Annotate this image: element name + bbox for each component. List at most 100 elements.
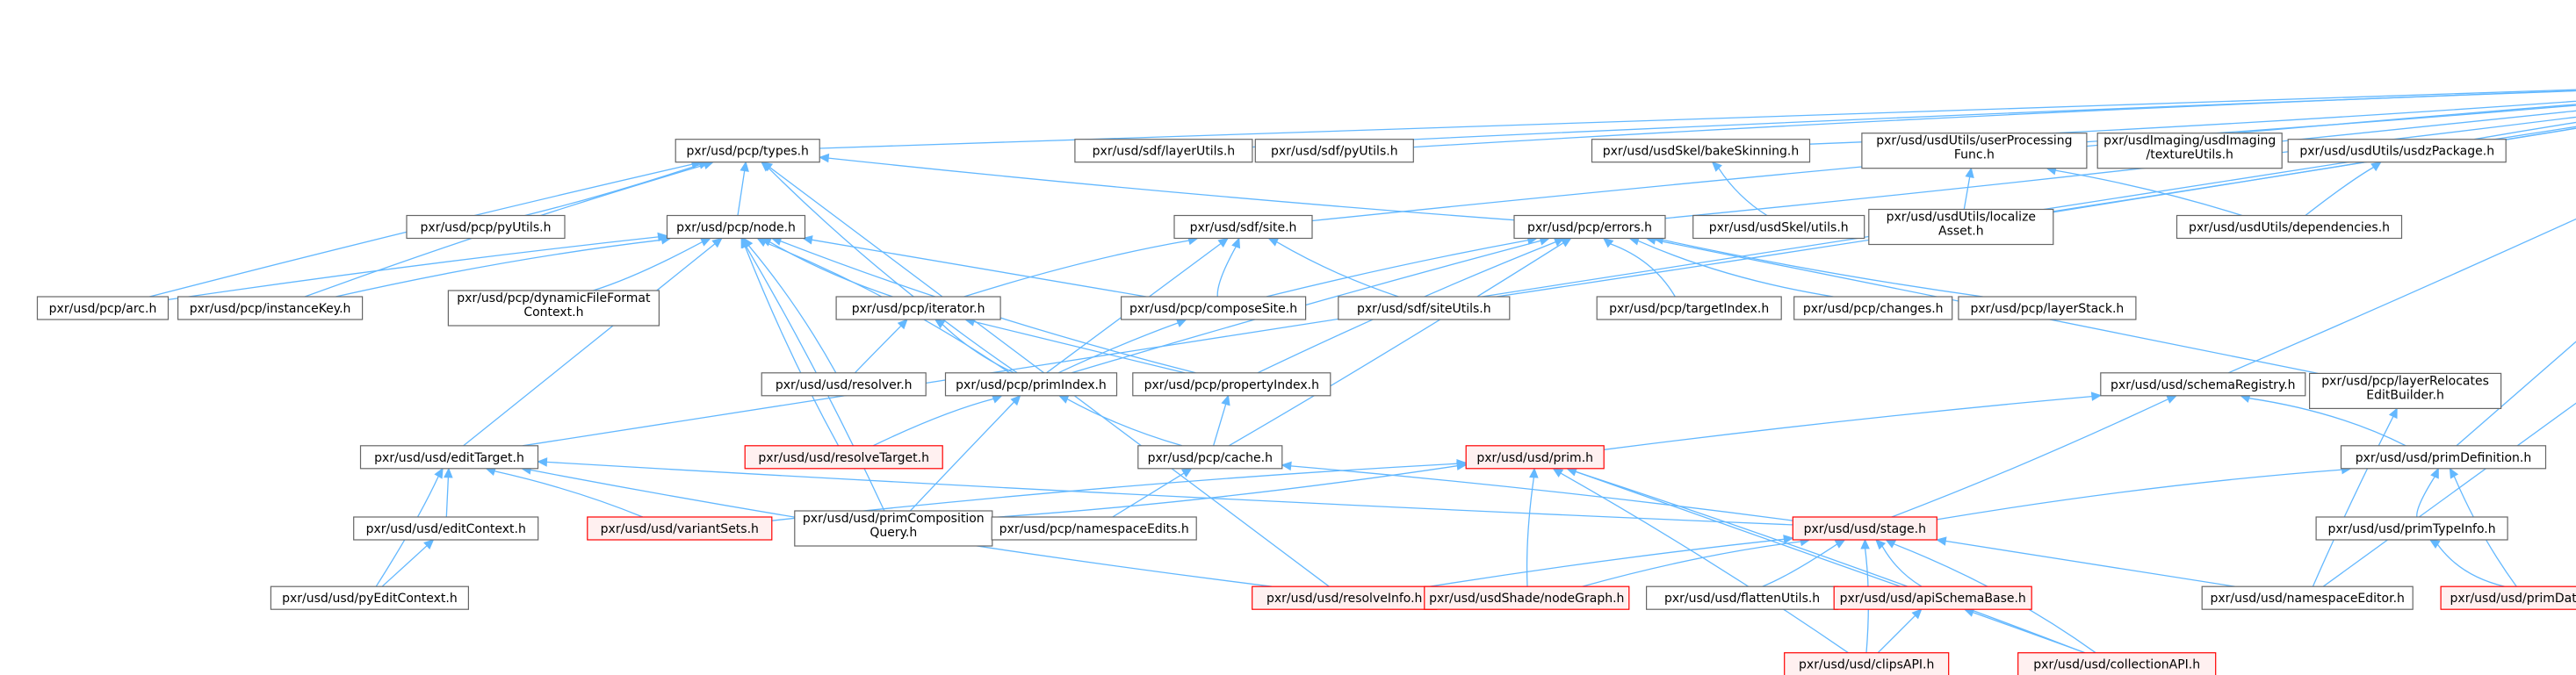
graph-node-skelUtils[interactable]: pxr/usd/usdSkel/utils.h: [1692, 214, 1865, 240]
arrowhead-icon: [1860, 538, 1870, 549]
node-box: [761, 372, 927, 397]
graph-node-pcpErrors[interactable]: pxr/usd/pcp/errors.h: [1513, 214, 1666, 240]
graph-node-editContext[interactable]: pxr/usd/usd/editContext.h: [353, 516, 539, 541]
edge-instanceKey-to-pcpNode: [336, 235, 672, 298]
edge-pyEditContext-to-editContext: [381, 539, 435, 587]
node-box: [1120, 296, 1307, 320]
graph-node-pcpCache[interactable]: pxr/usd/pcp/cache.h: [1137, 445, 1283, 470]
edge-line: [1276, 241, 1399, 298]
graph-node-schemaRegistry[interactable]: pxr/usd/usd/schemaRegistry.h: [2100, 372, 2306, 397]
graph-node-editTarget[interactable]: pxr/usd/usd/editTarget.h: [359, 445, 539, 470]
edge-resolveInfo-to-usdStage: [1429, 535, 1794, 587]
graph-node-primDefinition[interactable]: pxr/usd/usd/primDefinition.h: [2340, 445, 2547, 470]
arrowhead-icon: [1711, 161, 1722, 172]
edge-line: [812, 239, 1147, 298]
graph-node-layerUtils[interactable]: pxr/usd/sdf/layerUtils.h: [1074, 139, 1253, 163]
graph-node-pcpNode[interactable]: pxr/usd/pcp/node.h: [666, 214, 806, 240]
edge-line: [771, 463, 1458, 521]
graph-node-clipsAPI[interactable]: pxr/usd/usd/clipsAPI.h: [1784, 652, 1950, 675]
node-box: [2176, 214, 2403, 240]
graph-node-resolveInfo[interactable]: pxr/usd/usd/resolveInfo.h: [1252, 585, 1438, 610]
edge-line: [2322, 403, 2576, 587]
graph-node-nodeGraph[interactable]: pxr/usd/usdShade/nodeGraph.h: [1424, 585, 1630, 610]
edge-usdzPackage-to-layer: [2474, 121, 2576, 140]
edge-line: [1228, 242, 1564, 447]
graph-node-pcpIterator[interactable]: pxr/usd/pcp/iterator.h: [835, 296, 1001, 320]
node-label: pxr/usd/pcp/cache.h: [1148, 451, 1273, 465]
node-box: [1252, 585, 1438, 610]
graph-node-namespaceEdits[interactable]: pxr/usd/pcp/namespaceEdits.h: [991, 516, 1197, 541]
graph-node-layerStack[interactable]: pxr/usd/pcp/layerStack.h: [1958, 296, 2137, 320]
graph-node-pcpChanges[interactable]: pxr/usd/pcp/changes.h: [1793, 296, 1953, 320]
graph-node-sdfPyUtils[interactable]: pxr/usd/sdf/pyUtils.h: [1254, 139, 1414, 163]
graph-node-resolver[interactable]: pxr/usd/usd/resolver.h: [761, 372, 927, 397]
edge-pcpCache-to-primIndex: [1057, 394, 1183, 447]
node-label: pxr/usd/pcp/types.h: [686, 145, 809, 159]
graph-node-instanceKey[interactable]: pxr/usd/pcp/instanceKey.h: [177, 296, 364, 320]
graph-node-usdStage[interactable]: pxr/usd/usd/stage.h: [1792, 516, 1937, 541]
graph-node-collectionAPI[interactable]: pxr/usd/usd/collectionAPI.h: [2017, 652, 2217, 675]
edge-line: [445, 477, 450, 518]
edge-line: [1429, 538, 1785, 587]
graph-node-targetIndex[interactable]: pxr/usd/pcp/targetIndex.h: [1596, 296, 1782, 320]
graph-node-textureUtils[interactable]: pxr/usdImaging/usdImaging/textureUtils.h: [2096, 133, 2283, 169]
arrowhead-icon: [1560, 237, 1572, 248]
node-label: pxr/usd/usd/schemaRegistry.h: [2111, 378, 2296, 392]
edge-line: [1637, 240, 1834, 298]
node-label: pxr/usd/pcp/node.h: [676, 221, 796, 235]
graph-node-primTypeInfo[interactable]: pxr/usd/usd/primTypeInfo.h: [2315, 516, 2508, 541]
edge-line: [494, 470, 644, 518]
nodes-layer: pxr/usd/sdf/namespaceEdit.hpxr/usd/sdf/l…: [36, 133, 2576, 675]
node-label: pxr/usd/usd/primTypeInfo.h: [2328, 522, 2496, 536]
edge-nodeGraph-to-usdPrim: [1526, 467, 1539, 587]
edge-line: [1575, 470, 1901, 587]
edge-variantSets-to-editTarget: [485, 466, 644, 518]
node-label: pxr/usd/sdf/pyUtils.h: [1271, 145, 1398, 159]
node-box: [991, 516, 1197, 541]
node-box: [587, 516, 773, 541]
graph-node-namespaceEditor[interactable]: pxr/usd/usd/namespaceEditor.h: [2201, 585, 2414, 610]
edge-line: [1937, 469, 2342, 521]
edge-usdStage-to-editTarget: [537, 457, 1793, 526]
node-label: pxr/usd/usd/collectionAPI.h: [2033, 658, 2200, 672]
graph-node-dependencies[interactable]: pxr/usd/usdUtils/dependencies.h: [2176, 214, 2403, 240]
graph-node-usdPrim[interactable]: pxr/usd/usd/prim.h: [1465, 445, 1605, 470]
edge-namespaceEditor-to-namespaceEdit: [2322, 403, 2576, 587]
edge-line: [593, 241, 704, 291]
edge-schemaRegistry-to-layer: [2227, 218, 2576, 374]
graph-node-flattenUtils[interactable]: pxr/usd/usd/flattenUtils.h: [1645, 585, 1839, 610]
edge-line: [1604, 395, 2092, 450]
graph-node-usdzPackage[interactable]: pxr/usd/usdUtils/usdzPackage.h: [2287, 139, 2507, 163]
graph-node-pcpTypes[interactable]: pxr/usd/pcp/types.h: [675, 139, 820, 163]
node-box: [1784, 652, 1950, 675]
edge-line: [1575, 470, 2085, 654]
edge-siteUtils-to-layer: [1496, 127, 2576, 298]
graph-node-pcpArc[interactable]: pxr/usd/pcp/arc.h: [36, 296, 170, 320]
graph-node-pcpPyUtils[interactable]: pxr/usd/pcp/pyUtils.h: [406, 214, 566, 240]
graph-node-primData[interactable]: pxr/usd/usd/primData.h: [2440, 585, 2576, 610]
graph-node-composeSite[interactable]: pxr/usd/pcp/composeSite.h: [1120, 296, 1307, 320]
graph-node-siteUtils[interactable]: pxr/usd/sdf/siteUtils.h: [1338, 296, 1511, 320]
node-label: pxr/usd/usdUtils/localize: [1887, 211, 2036, 225]
edge-line: [1413, 90, 2576, 148]
graph-node-variantSets[interactable]: pxr/usd/usd/variantSets.h: [587, 516, 773, 541]
graph-node-pyEditContext[interactable]: pxr/usd/usd/pyEditContext.h: [270, 585, 469, 610]
node-box: [2440, 585, 2576, 610]
arrowhead-icon: [1180, 468, 1193, 478]
graph-node-bakeSkinning[interactable]: pxr/usd/usdSkel/bakeSkinning.h: [1591, 139, 1811, 163]
edge-sdfPyUtils-to-layer: [1413, 90, 2576, 148]
node-label: pxr/usd/usd/flattenUtils.h: [1664, 592, 1820, 606]
edge-line: [1071, 240, 1541, 374]
graph-node-propertyIndex[interactable]: pxr/usd/pcp/propertyIndex.h: [1132, 372, 1331, 397]
graph-node-primIndex[interactable]: pxr/usd/pcp/primIndex.h: [944, 372, 1118, 397]
graph-node-resolveTarget[interactable]: pxr/usd/usd/resolveTarget.h: [744, 445, 943, 470]
node-label: pxr/usdImaging/usdImaging: [2103, 134, 2276, 148]
graph-node-apiSchemaBase[interactable]: pxr/usd/usd/apiSchemaBase.h: [1833, 585, 2032, 610]
graph-node-sdfSite[interactable]: pxr/usd/sdf/site.h: [1173, 214, 1313, 240]
node-label: pxr/usd/usd/resolveTarget.h: [758, 451, 929, 465]
